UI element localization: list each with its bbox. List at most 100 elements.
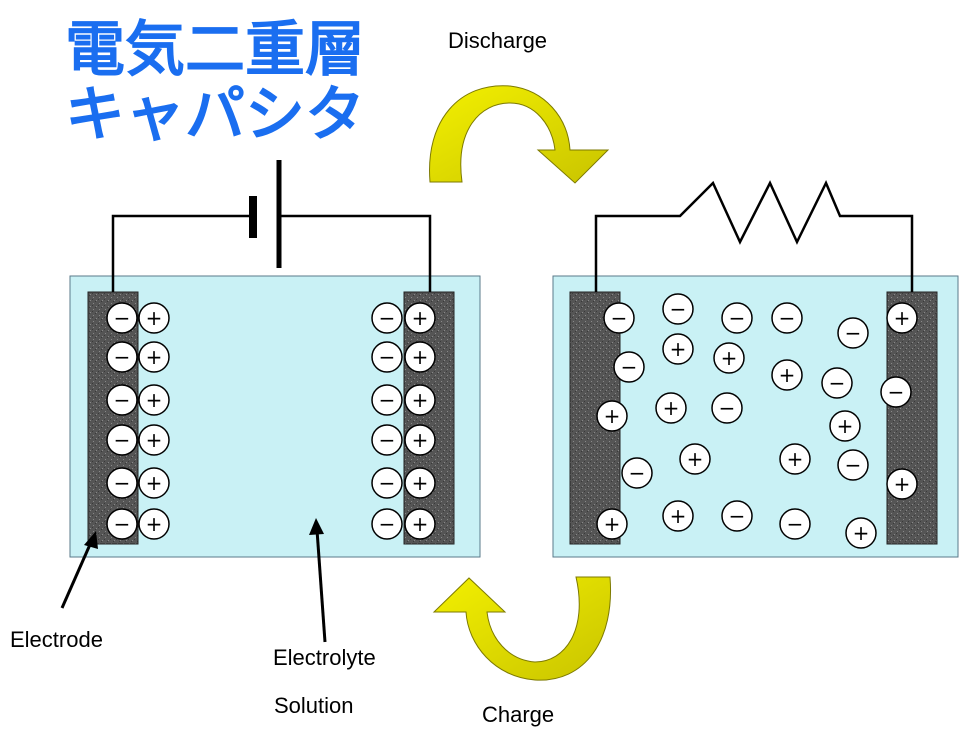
positive-ion-icon: + (596, 400, 628, 432)
negative-ion-icon: − (106, 467, 138, 499)
electrolyte-label: Electrolyte (273, 645, 376, 670)
ion-sign: − (787, 512, 804, 536)
ion-sign: − (114, 388, 131, 412)
ion-sign: − (779, 306, 796, 330)
charge-arrow-icon (432, 576, 612, 681)
negative-ion-icon: − (721, 500, 753, 532)
positive-ion-icon: + (662, 500, 694, 532)
left-cell-left-electrode (87, 291, 139, 545)
positive-ion-icon: + (404, 302, 436, 334)
ion-sign: + (837, 414, 854, 438)
ion-sign: + (146, 345, 163, 369)
negative-ion-icon: − (106, 384, 138, 416)
positive-ion-icon: + (138, 424, 170, 456)
ion-sign: + (670, 504, 687, 528)
positive-ion-icon: + (845, 517, 877, 549)
ion-sign: − (829, 371, 846, 395)
positive-ion-icon: + (662, 333, 694, 365)
ion-sign: − (114, 345, 131, 369)
positive-ion-icon: + (679, 443, 711, 475)
ion-sign: − (845, 453, 862, 477)
negative-ion-icon: − (662, 293, 694, 325)
positive-ion-icon: + (138, 302, 170, 334)
ion-sign: − (379, 388, 396, 412)
discharge-arrow-icon (429, 85, 610, 184)
ion-sign: + (412, 345, 429, 369)
positive-ion-icon: + (779, 443, 811, 475)
positive-ion-icon: + (404, 341, 436, 373)
right-cell-right-electrode (886, 291, 938, 545)
negative-ion-icon: − (721, 302, 753, 334)
positive-ion-icon: + (886, 468, 918, 500)
positive-ion-icon: + (404, 508, 436, 540)
ion-sign: + (894, 472, 911, 496)
positive-ion-icon: + (404, 384, 436, 416)
negative-ion-icon: − (106, 508, 138, 540)
positive-ion-icon: + (596, 508, 628, 540)
electrolyte-pointer-arrow-icon (309, 518, 327, 643)
title-line-1: 電気二重層 (65, 15, 365, 85)
ion-sign: − (670, 297, 687, 321)
ion-sign: − (888, 380, 905, 404)
ion-sign: + (604, 512, 621, 536)
ion-sign: − (379, 306, 396, 330)
electrode-pointer-arrow-icon (60, 531, 98, 609)
ion-sign: + (721, 346, 738, 370)
charge-label: Charge (482, 702, 554, 727)
negative-ion-icon: − (371, 302, 403, 334)
negative-ion-icon: − (106, 341, 138, 373)
ion-sign: + (853, 521, 870, 545)
negative-ion-icon: − (371, 384, 403, 416)
negative-ion-icon: − (613, 351, 645, 383)
solution-label: Solution (274, 693, 354, 718)
ion-sign: + (146, 428, 163, 452)
ion-sign: − (729, 504, 746, 528)
positive-ion-icon: + (404, 424, 436, 456)
ion-sign: − (379, 512, 396, 536)
ion-sign: − (629, 461, 646, 485)
negative-ion-icon: − (603, 302, 635, 334)
ion-sign: + (412, 388, 429, 412)
ion-sign: + (146, 471, 163, 495)
ion-sign: + (412, 512, 429, 536)
negative-ion-icon: − (880, 376, 912, 408)
positive-ion-icon: + (655, 392, 687, 424)
negative-ion-icon: − (771, 302, 803, 334)
positive-ion-icon: + (138, 341, 170, 373)
positive-ion-icon: + (771, 359, 803, 391)
ion-sign: + (412, 428, 429, 452)
ion-sign: + (604, 404, 621, 428)
positive-ion-icon: + (138, 384, 170, 416)
positive-ion-icon: + (713, 342, 745, 374)
negative-ion-icon: − (711, 392, 743, 424)
discharge-label: Discharge (448, 28, 547, 53)
negative-ion-icon: − (821, 367, 853, 399)
right-cell-ions: −−−−−+−+++−−++−+−++−+++−−+ (596, 293, 918, 549)
ion-sign: + (146, 306, 163, 330)
negative-ion-icon: − (837, 449, 869, 481)
negative-ion-icon: − (106, 302, 138, 334)
ion-sign: + (663, 396, 680, 420)
ion-sign: + (894, 306, 911, 330)
ion-sign: − (379, 345, 396, 369)
ion-sign: + (412, 471, 429, 495)
positive-ion-icon: + (829, 410, 861, 442)
ion-sign: − (114, 471, 131, 495)
electrode-label: Electrode (10, 627, 103, 652)
left-cell-ions: −+−+−+−+−+−+−+−+−+−+−+−+ (106, 302, 436, 540)
ion-sign: + (779, 363, 796, 387)
ion-sign: − (114, 428, 131, 452)
ion-sign: − (719, 396, 736, 420)
ion-sign: + (146, 388, 163, 412)
ion-sign: − (379, 471, 396, 495)
negative-ion-icon: − (371, 467, 403, 499)
ion-sign: − (114, 512, 131, 536)
negative-ion-icon: − (371, 508, 403, 540)
ion-sign: − (845, 321, 862, 345)
ion-sign: + (787, 447, 804, 471)
negative-ion-icon: − (779, 508, 811, 540)
negative-ion-icon: − (837, 317, 869, 349)
positive-ion-icon: + (138, 467, 170, 499)
